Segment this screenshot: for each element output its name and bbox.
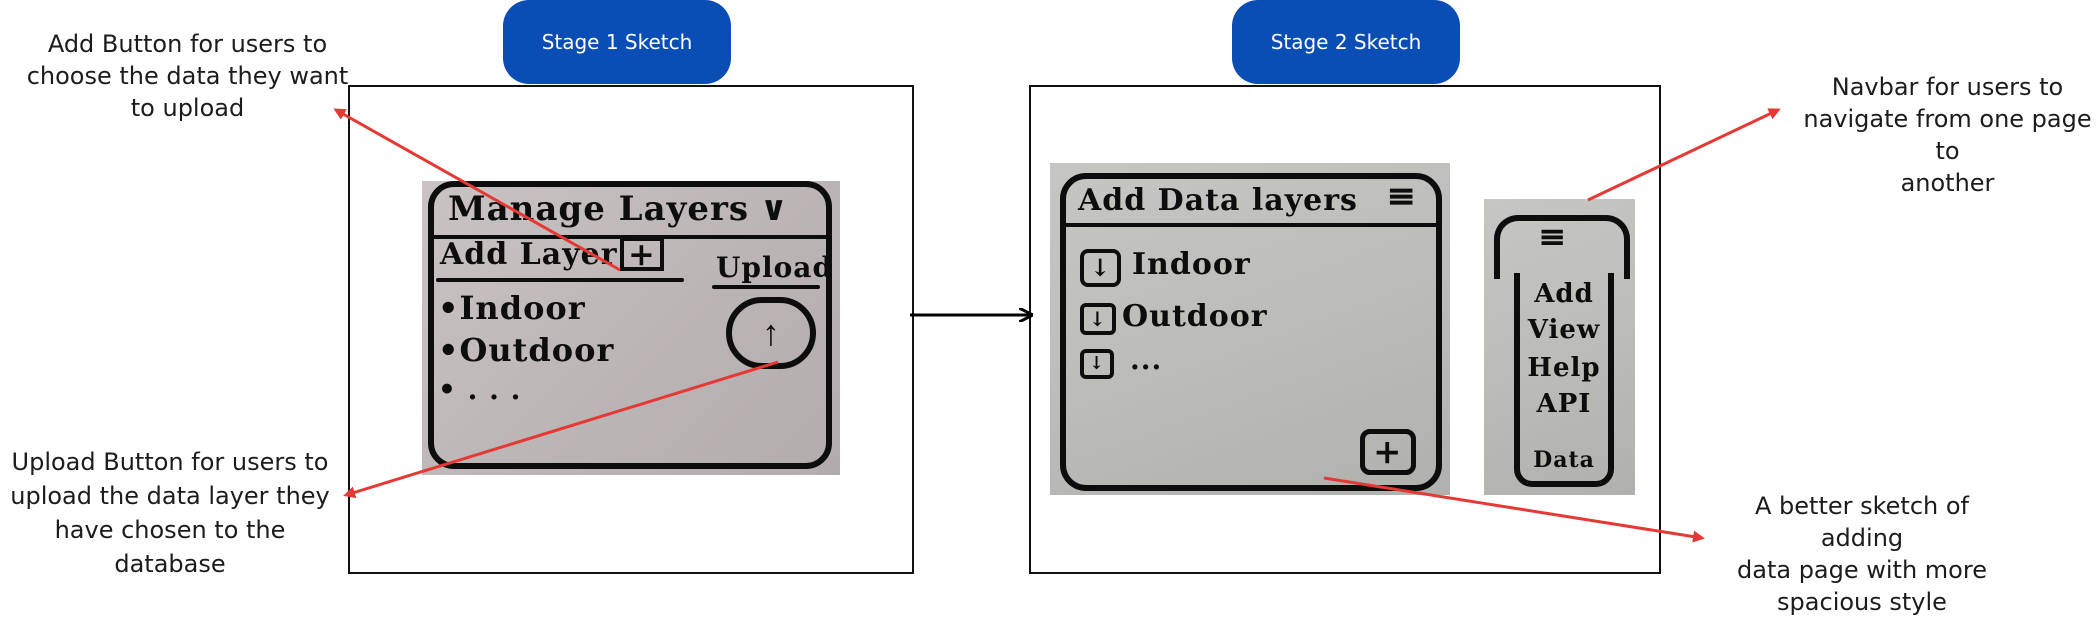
nav-item-help[interactable]: Help [1527,353,1601,383]
stage-2-pill: Stage 2 Sketch [1232,0,1460,84]
note-navbar: Navbar for users to navigate from one pa… [1803,73,2092,197]
stage-1-pill: Stage 1 Sketch [503,0,731,84]
sketch1-item-more: • . . . [438,373,522,406]
stage-2-sketch: Add Data layers ≡ ↓ Indoor ↓ Outdoor ↓ .… [1050,163,1450,495]
arrow-down-box-icon[interactable]: ↓ [1080,249,1122,287]
arrows-overlay [333,108,1781,543]
nav-item-api[interactable]: API [1536,389,1592,419]
arrow-upload-button [343,360,779,499]
sketch1-window [428,181,832,469]
navbar-list [1514,273,1614,487]
arrow-down-box-icon[interactable]: ↓ [1080,349,1115,379]
menu-icon[interactable]: ≡ [1538,217,1568,257]
nav-item-add[interactable]: Add [1534,279,1594,309]
nav-item-data[interactable]: Data [1533,447,1595,473]
sketch1-item-indoor: •Indoor [438,289,586,327]
nav-item-view[interactable]: View [1527,315,1601,345]
note-add-button: Add Button for users to choose the data … [26,30,349,122]
menu-icon[interactable]: ≡ [1386,175,1418,217]
note-upload-button: Upload Button for users to upload the da… [10,448,330,578]
sketch2-title: Add Data layers [1078,183,1358,218]
sketch2-item-indoor: Indoor [1132,247,1251,282]
sketch1-item-outdoor: •Outdoor [438,331,615,369]
sketch1-upload-label[interactable]: Upload [716,251,834,284]
sketch2-window [1060,173,1442,491]
arrow-better-sketch [1323,476,1705,543]
upload-icon[interactable]: ↑ [726,297,816,369]
arrow-down-box-icon[interactable]: ↓ [1080,303,1116,335]
stage-2-navbar-sketch: ≡ Add View Help API Data [1484,199,1635,495]
sketch1-upload-rule [712,285,820,289]
sketch2-item-outdoor: Outdoor [1122,299,1268,334]
chevron-down-icon[interactable]: ∨ [760,189,789,229]
sketch1-title: Manage Layers [448,189,750,229]
stage-1-sketch: Manage Layers ∨ Add Layer + Upload ↑ •In… [422,181,840,475]
sketch1-add-layer[interactable]: Add Layer [440,237,618,272]
sketch2-header-rule [1064,223,1438,227]
plus-box-icon[interactable]: + [620,237,664,271]
navbar-panel [1494,215,1630,279]
add-plus-icon[interactable]: + [1360,429,1416,475]
sketch1-add-rule [436,278,684,282]
sketch2-item-more: ... [1130,343,1163,376]
arrow-navbar [1587,108,1781,202]
arrow-add-button [333,108,621,272]
